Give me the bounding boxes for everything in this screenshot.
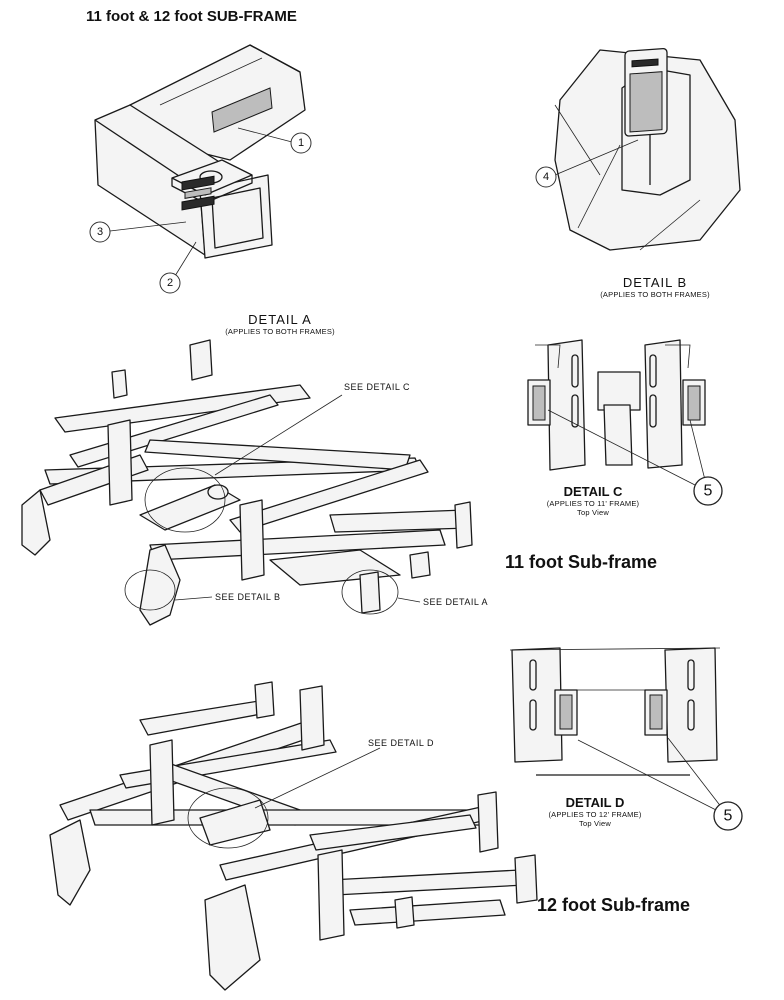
balloon-2-number: 2 (167, 277, 173, 289)
eleven-foot-subframe-title: 11 foot Sub-frame (505, 552, 658, 572)
balloon-4-number: 4 (543, 171, 549, 183)
see-detail-a-callout: SEE DETAIL A (423, 597, 489, 607)
detail-d-view: Top View (579, 819, 611, 828)
detail-d-label: DETAIL D (APPLIES TO 12' FRAME) Top View (530, 795, 660, 828)
see-detail-c-callout: SEE DETAIL C (344, 382, 411, 392)
balloon-5-detail-c (693, 476, 723, 506)
balloon-5-detail-d (713, 801, 743, 831)
balloon-1 (290, 132, 312, 154)
balloon-3-number: 3 (97, 226, 103, 238)
subframe-tube-closeup (94, 44, 306, 259)
detail-b-closeup (554, 47, 741, 251)
balloon-5-detail-c-number: 5 (704, 483, 713, 500)
detail-b-subheading: (APPLIES TO BOTH FRAMES) (600, 290, 710, 299)
balloon-5-detail-d-number: 5 (724, 808, 733, 825)
eleven-foot-subframe-assembly (21, 339, 473, 626)
detail-a-heading: DETAIL A (248, 312, 312, 327)
balloon-1-number: 1 (298, 137, 304, 149)
twelve-foot-subframe-assembly (49, 681, 538, 991)
detail-c-heading: DETAIL C (563, 484, 623, 499)
detail-d-topview (509, 647, 721, 776)
balloon-4 (535, 166, 557, 188)
detail-b-label: DETAIL B (APPLIES TO BOTH FRAMES) (590, 275, 720, 299)
see-detail-d-callout: SEE DETAIL D (368, 738, 435, 748)
detail-d-subheading: (APPLIES TO 12' FRAME) (548, 810, 642, 819)
detail-c-subheading: (APPLIES TO 11' FRAME) (546, 499, 640, 508)
detail-a-subheading: (APPLIES TO BOTH FRAMES) (225, 327, 335, 336)
balloon-3 (89, 221, 111, 243)
page-title: 11 foot & 12 foot SUB-FRAME (86, 8, 297, 25)
detail-d-heading: DETAIL D (565, 795, 625, 810)
balloon-2 (159, 272, 181, 294)
detail-c-topview (527, 339, 706, 471)
detail-b-heading: DETAIL B (622, 275, 688, 290)
detail-c-label: DETAIL C (APPLIES TO 11' FRAME) Top View (528, 484, 658, 517)
detail-a-label: DETAIL A (APPLIES TO BOTH FRAMES) (215, 312, 345, 336)
see-detail-b-callout: SEE DETAIL B (215, 592, 281, 602)
detail-c-view: Top View (577, 508, 609, 517)
twelve-foot-subframe-title: 12 foot Sub-frame (537, 895, 691, 915)
